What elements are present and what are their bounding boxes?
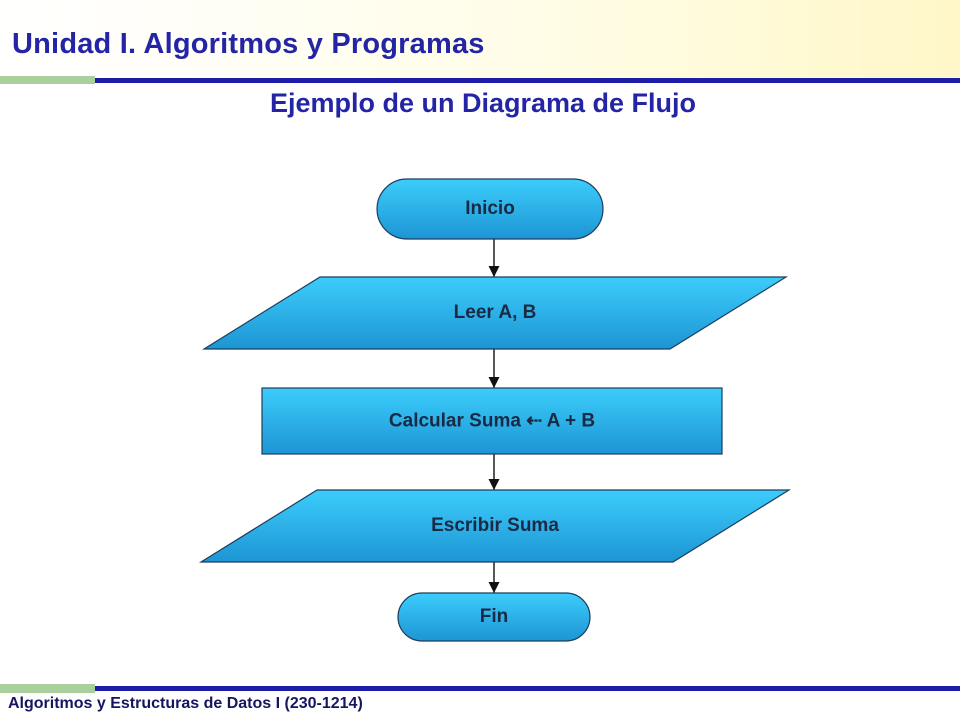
slide-subtitle: Ejemplo de un Diagrama de Flujo (269, 88, 697, 118)
flow-node-label-fin: Fin (479, 606, 509, 627)
flow-node-label-leer: Leer A, B (453, 302, 537, 323)
flow-node-label-calcular: Calcular Suma ⇠ A + B (388, 410, 596, 432)
flow-node-inicio (376, 178, 604, 240)
slide-title: Unidad I. Algoritmos y Programas (12, 28, 485, 60)
footer-text: Algoritmos y Estructuras de Datos I (230… (8, 695, 363, 712)
flow-node-calcular (261, 387, 723, 455)
flow-node-fin (397, 592, 591, 642)
header-rule-green (0, 76, 95, 84)
header-band (0, 0, 960, 78)
flow-node-leer (201, 276, 789, 350)
header-rule-blue (95, 78, 960, 83)
flow-node-escribir (198, 489, 792, 563)
flow-node-label-escribir: Escribir Suma (431, 515, 559, 536)
flow-node-label-inicio: Inicio (465, 198, 515, 219)
footer-rule-blue (95, 686, 960, 691)
footer-rule-green (0, 684, 95, 693)
